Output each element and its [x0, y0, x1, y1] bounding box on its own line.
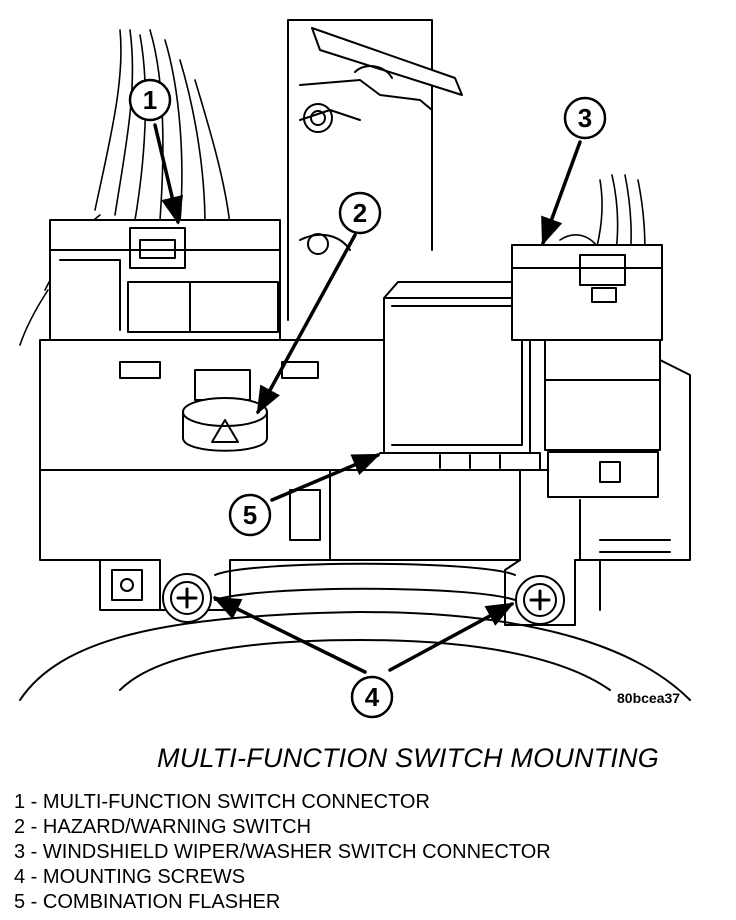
legend-item: 5 - COMBINATION FLASHER — [14, 891, 281, 913]
steering-column-housing — [287, 19, 463, 321]
caption-title: MULTI-FUNCTION SWITCH MOUNTING — [157, 743, 659, 773]
callout-3: 3 — [578, 103, 592, 133]
legend-item: 1 - MULTI-FUNCTION SWITCH CONNECTOR — [14, 791, 430, 813]
legend-num: 3 — [14, 841, 26, 863]
legend-num: 2 — [14, 816, 26, 838]
column-base — [19, 559, 691, 701]
multi-function-switch-connector — [49, 219, 281, 341]
legend-num: 1 — [14, 791, 26, 813]
callout-4: 4 — [365, 682, 380, 712]
legend-text: WINDSHIELD WIPER/WASHER SWITCH CONNECTOR — [42, 841, 551, 863]
legend-text: COMBINATION FLASHER — [42, 891, 281, 913]
legend-item: 2 - HAZARD/WARNING SWITCH — [14, 816, 312, 838]
callout-circles — [128, 78, 607, 719]
legend-text: MULTI-FUNCTION SWITCH CONNECTOR — [42, 791, 430, 813]
legend: 1 - MULTI-FUNCTION SWITCH CONNECTOR 2 - … — [14, 790, 551, 915]
legend-item: 3 - WINDSHIELD WIPER/WASHER SWITCH CONNE… — [14, 841, 551, 863]
switch-mounting-illustration: 1 2 3 5 4 — [19, 19, 691, 719]
callout-2: 2 — [353, 198, 367, 228]
callout-leaders — [153, 123, 582, 674]
legend-text: HAZARD/WARNING SWITCH — [42, 816, 312, 838]
legend-item: 4 - MOUNTING SCREWS — [14, 866, 246, 888]
legend-num: 5 — [14, 891, 26, 913]
legend-text: MOUNTING SCREWS — [42, 866, 246, 888]
figure-code: 80bcea37 — [617, 690, 681, 706]
combination-flasher — [379, 281, 541, 471]
callout-1: 1 — [143, 85, 157, 115]
callout-5: 5 — [243, 500, 257, 530]
caption: MULTI-FUNCTION SWITCH MOUNTING — [0, 743, 736, 774]
wiper-washer-switch-connector — [511, 244, 691, 561]
mounting-screws — [162, 573, 565, 625]
legend-num: 4 — [14, 866, 26, 888]
